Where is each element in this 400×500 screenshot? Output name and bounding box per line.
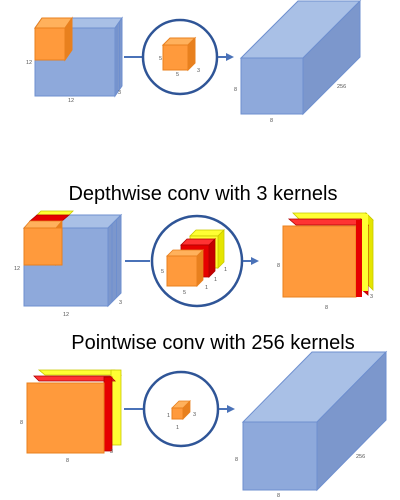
input-width-label: 12	[68, 98, 74, 104]
kernel-circle	[150, 214, 244, 308]
kernel-depth-label: 1	[205, 285, 208, 291]
pointwise-title: Pointwise conv with 256 kernels	[71, 332, 354, 354]
kernel-overlay	[23, 210, 74, 267]
output-width-label: 8	[277, 493, 280, 499]
output-depth-label: 3	[370, 294, 373, 300]
output-height-label: 8	[234, 87, 237, 93]
kernel-depth-label: 3	[197, 68, 200, 74]
output-depth-label: 256	[337, 84, 346, 90]
kernel-depth-label: 3	[193, 412, 196, 418]
kernel-height-label: 5	[161, 269, 164, 275]
kernel-width-label: 5	[176, 72, 179, 78]
pointwise-section: 8 8 3 1 1 3 8 8 256	[20, 350, 388, 499]
input-depth-label: 3	[118, 90, 121, 96]
input-height-label: 8	[20, 420, 23, 426]
output-height-label: 8	[235, 457, 238, 463]
standard-conv-section: 12 12 3 5 5 3 8 8 256	[26, 0, 362, 124]
output-width-label: 8	[270, 118, 273, 124]
kernel-depth-label-2: 1	[214, 277, 217, 283]
kernel-circle	[142, 370, 220, 448]
input-height-label: 12	[26, 60, 32, 66]
output-volume	[282, 212, 374, 298]
input-volume	[26, 369, 123, 454]
input-width-label: 12	[63, 312, 69, 318]
kernel-height-label: 1	[167, 413, 170, 419]
input-depth-label: 3	[119, 300, 122, 306]
kernel-height-label: 5	[159, 56, 162, 62]
depthwise-title: Depthwise conv with 3 kernels	[68, 183, 337, 205]
output-volume	[239, 0, 362, 116]
input-width-label: 8	[66, 458, 69, 464]
kernel-overlay	[34, 16, 73, 62]
kernel-depth-label-3: 1	[224, 267, 227, 273]
input-height-label: 12	[14, 266, 20, 272]
output-width-label: 8	[325, 305, 328, 311]
input-depth-label: 3	[110, 449, 113, 455]
kernel-width-label: 5	[183, 290, 186, 296]
kernel-circle	[141, 18, 219, 96]
output-depth-label: 256	[356, 454, 365, 460]
depthwise-section: 12 12 3 5 5 1 1 1	[14, 210, 374, 318]
output-volume	[241, 350, 388, 492]
kernel-width-label: 1	[176, 425, 179, 431]
output-height-label: 8	[277, 263, 280, 269]
